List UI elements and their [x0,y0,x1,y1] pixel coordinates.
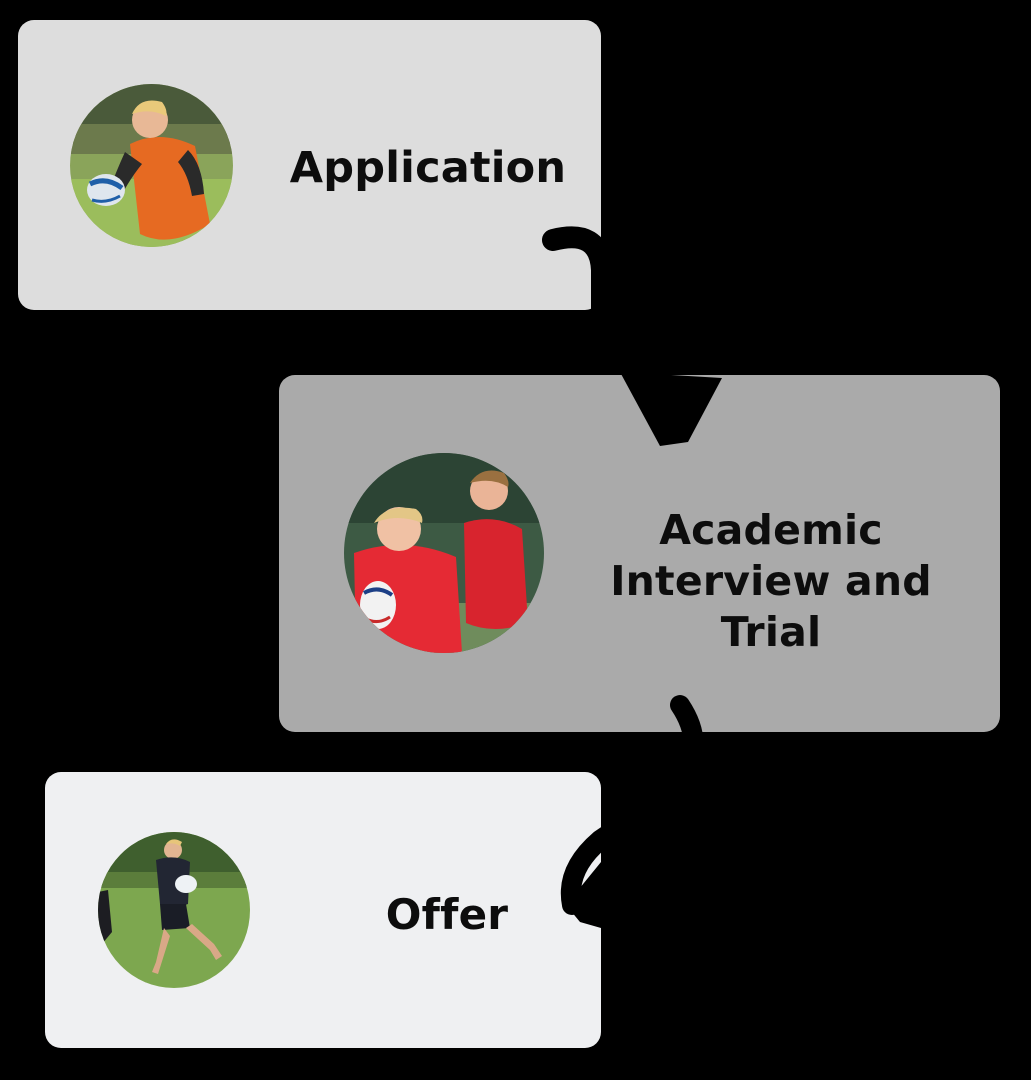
step-label-offer: Offer [357,889,537,941]
step-card-interview-and-trial: Academic Interview and Trial [279,375,1000,732]
step-card-application: Application [18,20,601,310]
rugby-players-running-photo [344,453,544,653]
step-label-interview-and-trial: Academic Interview and Trial [561,505,981,657]
step-label-application: Application [268,142,588,195]
step-label-interview-text: Academic Interview and Trial [561,505,981,657]
step-card-offer: Offer [45,772,601,1048]
rugby-player-training-photo [98,832,250,988]
rugby-player-passing-photo [70,84,233,247]
